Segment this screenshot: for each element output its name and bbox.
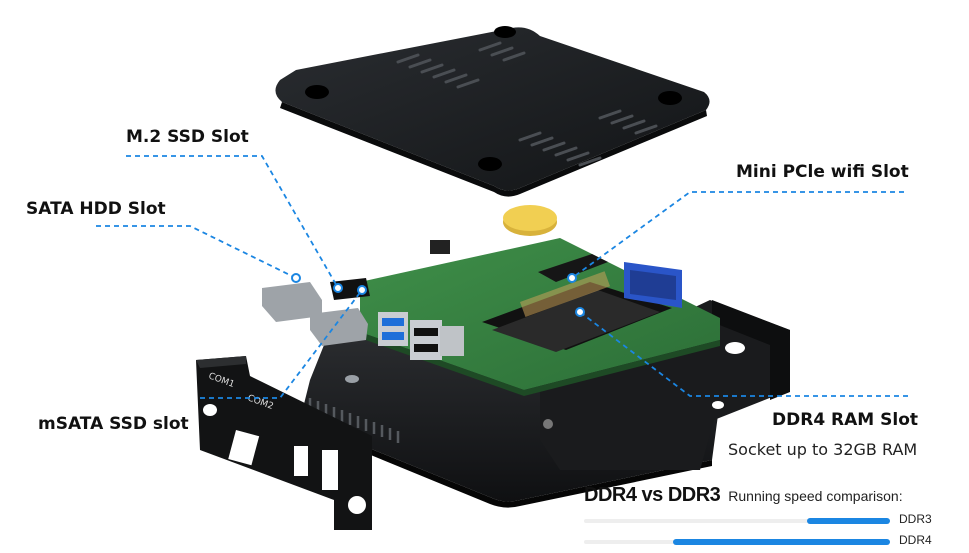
left-io-bracket: COM1 COM2 bbox=[196, 356, 372, 530]
ddr3-speed-bar bbox=[807, 518, 890, 524]
speed-comparison-title: DDR4 vs DDR3 Running speed comparison: bbox=[584, 484, 903, 507]
msata-ssd-slot-label: mSATA SSD slot bbox=[38, 414, 189, 434]
ddr3-speed-track bbox=[584, 518, 890, 524]
ddr3-bar-label: DDR3 bbox=[899, 512, 932, 526]
right-io-bracket bbox=[540, 300, 790, 470]
ddr4-speed-bar bbox=[672, 539, 890, 545]
mini-pcie-wifi-slot-label: Mini PCle wifi Slot bbox=[736, 162, 909, 182]
m2-ssd-slot-label: M.2 SSD Slot bbox=[126, 127, 249, 147]
ram-capacity-note: Socket up to 32GB RAM bbox=[728, 440, 918, 459]
ddr4-bar-label: DDR4 bbox=[899, 533, 932, 547]
sata-hdd-slot-label: SATA HDD Slot bbox=[26, 199, 166, 219]
ddr4-speed-track bbox=[584, 539, 890, 545]
callout-lines bbox=[96, 155, 908, 399]
motherboard bbox=[262, 205, 720, 396]
comparison-heading: DDR4 vs DDR3 bbox=[584, 484, 721, 506]
top-lid bbox=[275, 26, 710, 197]
ddr4-ram-slot-label: DDR4 RAM Slot bbox=[772, 410, 919, 430]
comparison-subheading: Running speed comparison: bbox=[728, 488, 903, 504]
callout-dots bbox=[291, 273, 585, 317]
